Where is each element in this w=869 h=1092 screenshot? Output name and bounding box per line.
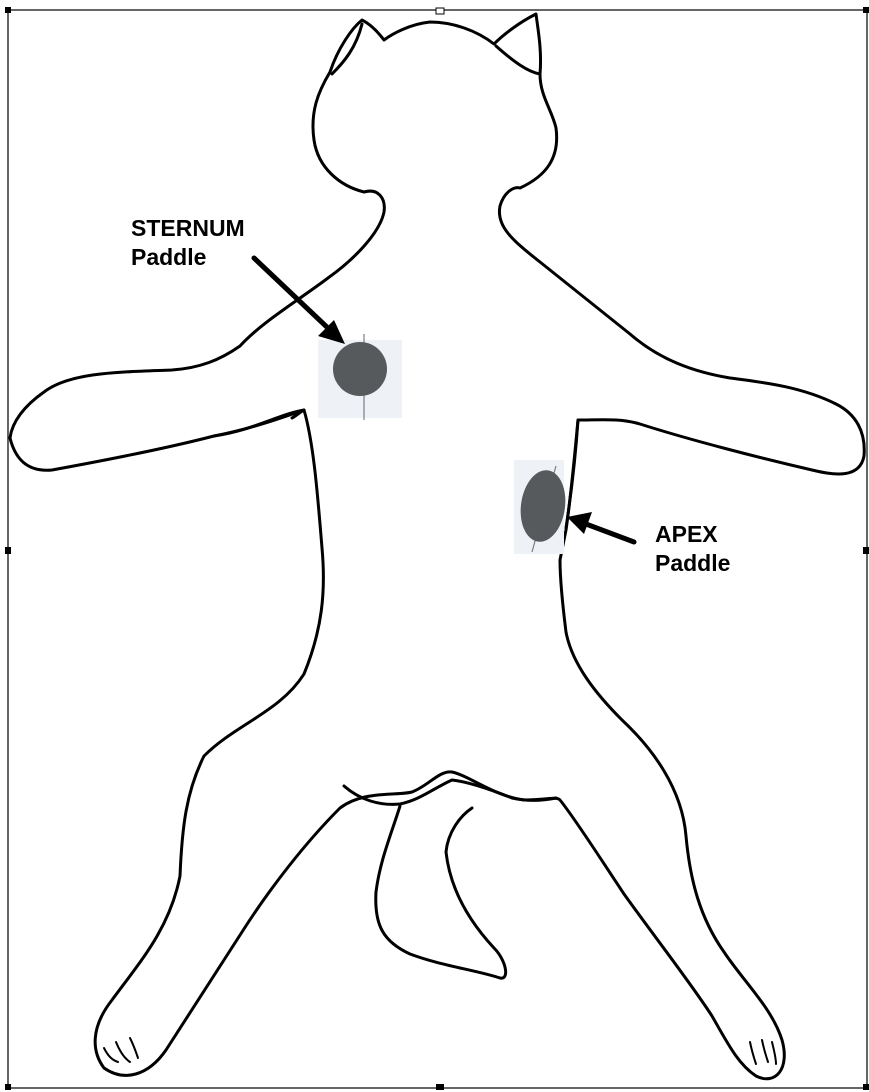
- handle-top-left[interactable]: [5, 7, 11, 13]
- handle-middle-left[interactable]: [5, 547, 11, 554]
- apex-label-line2: Paddle: [655, 549, 730, 578]
- apex-arrow: [567, 512, 634, 542]
- sternum-label-line1: STERNUM: [131, 214, 245, 243]
- handle-bottom-middle[interactable]: [436, 1084, 444, 1090]
- frame-handles[interactable]: [5, 7, 869, 1090]
- sternum-label-line2: Paddle: [131, 243, 245, 272]
- handle-top-middle[interactable]: [436, 8, 444, 14]
- sternum-arrow: [254, 258, 345, 344]
- right-arm-inner-edge: [566, 420, 578, 528]
- cat-tail: [376, 806, 506, 978]
- handle-middle-right[interactable]: [863, 547, 869, 554]
- apex-label-line1: APEX: [655, 520, 730, 549]
- groin-curve: [344, 780, 556, 804]
- cat-body-outline: [10, 14, 864, 1079]
- handle-bottom-left[interactable]: [5, 1084, 11, 1090]
- apex-paddle: [514, 460, 570, 554]
- frame-border: [8, 10, 867, 1088]
- left-paw-claws: [104, 1038, 138, 1062]
- left-ear-detail: [332, 24, 362, 74]
- right-ear-detail: [496, 46, 540, 74]
- apex-paddle-label: APEX Paddle: [655, 520, 730, 578]
- handle-bottom-right[interactable]: [863, 1084, 869, 1090]
- right-paw-claws: [750, 1040, 776, 1064]
- handle-top-right[interactable]: [863, 7, 869, 13]
- sternum-paddle: [318, 334, 402, 420]
- sternum-paddle-disc: [333, 342, 387, 396]
- sternum-paddle-label: STERNUM Paddle: [131, 214, 245, 272]
